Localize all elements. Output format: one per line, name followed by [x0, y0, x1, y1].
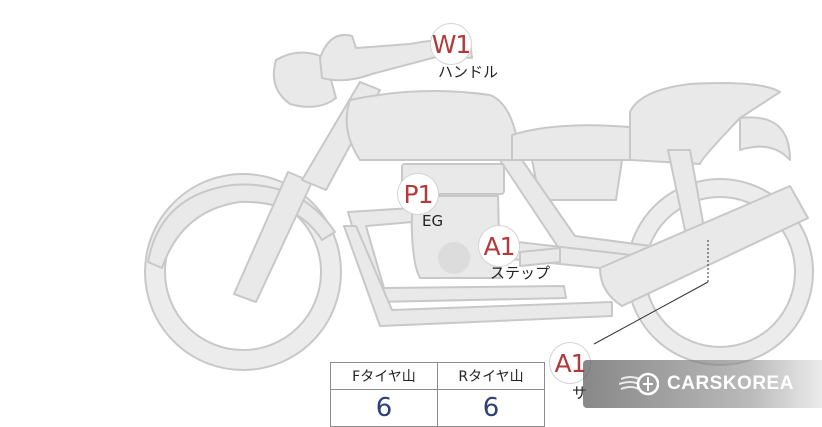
marker-code: P1 [403, 179, 434, 209]
fuel-tank [345, 90, 521, 161]
table-value-row: 6 6 [330, 389, 545, 427]
footrest-step [519, 247, 561, 267]
front-tire-tread-header: Fタイヤ山 [330, 362, 438, 390]
rear-tire-tread-header: Rタイヤ山 [437, 362, 545, 390]
damage-marker-handle: W1 [430, 23, 472, 65]
marker-code: W1 [431, 29, 472, 59]
muffler [599, 185, 809, 307]
table-header-row: Fタイヤ山 Rタイヤ山 [330, 362, 545, 390]
leader-line-diagonal [593, 281, 709, 345]
exhaust-pipe-lower [343, 225, 613, 327]
marker-code: A1 [483, 231, 515, 261]
part-label-handle: ハンドル [438, 63, 499, 81]
front-tire-tread-value: 6 [330, 389, 438, 427]
carskorea-logo-icon [619, 372, 659, 396]
damage-marker-step: A1 [478, 225, 520, 267]
part-label-step: ステップ [490, 264, 551, 282]
engine-case-cover [438, 242, 470, 274]
rear-cowl [629, 82, 781, 165]
marker-code: A1 [554, 348, 586, 378]
watermark-text: CARSKOREA [667, 373, 794, 394]
carskorea-watermark: CARSKOREA [583, 360, 822, 408]
rear-tire-tread-value: 6 [437, 389, 545, 427]
damage-marker-engine: P1 [397, 173, 439, 215]
part-label-engine: EG [422, 212, 444, 230]
tire-tread-table: Fタイヤ山 Rタイヤ山 6 6 [330, 362, 545, 427]
seat [511, 124, 641, 161]
rear-cowl-tip [739, 116, 791, 161]
